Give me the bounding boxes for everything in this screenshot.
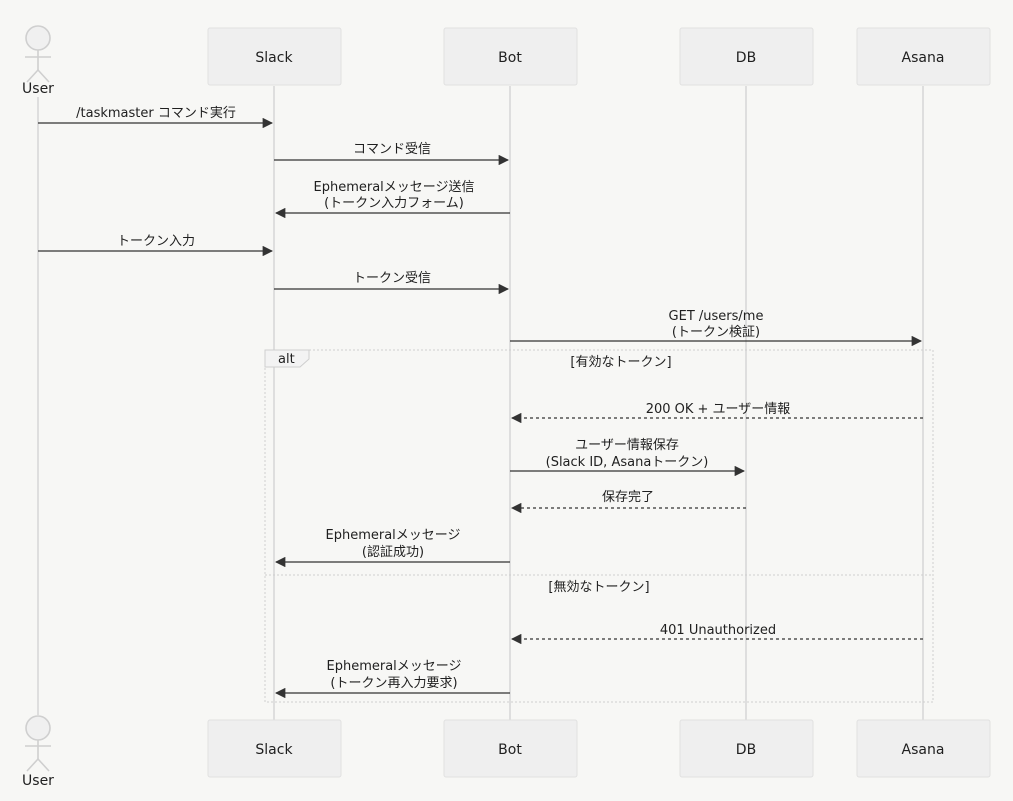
actor-user-top: User [22,25,54,97]
svg-text:User: User [22,773,54,789]
message-command-received: コマンド受信 [274,142,510,166]
svg-text:/taskmaster コマンド実行: /taskmaster コマンド実行 [76,105,236,121]
svg-text:Bot: Bot [498,742,522,758]
participant-slack-bottom: Slack [207,719,342,778]
svg-text:トークン入力: トークン入力 [117,234,195,249]
message-ephemeral-token-reentry: Ephemeralメッセージ (トークン再入力要求) [274,659,510,699]
message-taskmaster-command: /taskmaster コマンド実行 [38,105,274,129]
message-save-complete: 保存完了 [510,490,746,514]
svg-text:Ephemeralメッセージ: Ephemeralメッセージ [325,528,460,543]
message-ephemeral-send: Ephemeralメッセージ送信 (トークン入力フォーム) [274,180,510,219]
participant-bot-top: Bot [443,27,578,86]
participant-bot-bottom: Bot [443,719,578,778]
participant-asana-bottom: Asana [856,719,991,778]
svg-text:(Slack ID, Asanaトークン): (Slack ID, Asanaトークン) [546,455,709,470]
participant-asana-top: Asana [856,27,991,86]
svg-text:Ephemeralメッセージ: Ephemeralメッセージ [326,659,461,674]
participant-bot-label: Bot [498,50,522,66]
participant-db-label: DB [736,50,756,66]
message-200-ok: 200 OK + ユーザー情報 [510,402,923,424]
participant-db-top: DB [679,27,814,86]
actor-user-label: User [22,81,54,97]
message-401-unauthorized: 401 Unauthorized [510,623,923,645]
participant-slack-label: Slack [255,50,293,66]
svg-text:コマンド受信: コマンド受信 [353,142,431,157]
message-token-input: トークン入力 [38,234,274,257]
svg-text:(認証成功): (認証成功) [362,544,424,560]
alt-frame: alt [有効なトークン] [無効なトークン] [264,349,934,703]
svg-text:Slack: Slack [255,742,293,758]
participant-db-bottom: DB [679,719,814,778]
alt-frame-label: alt [278,352,295,367]
svg-text:GET /users/me: GET /users/me [669,309,764,324]
svg-text:ユーザー情報保存: ユーザー情報保存 [575,438,679,453]
alt-guard-valid: [有効なトークン] [570,355,671,370]
svg-text:(トークン検証): (トークン検証) [672,325,760,340]
actor-user-bottom: User [22,715,54,789]
svg-text:Asana: Asana [902,742,945,758]
svg-text:DB: DB [736,742,756,758]
svg-text:(トークン再入力要求): (トークン再入力要求) [330,676,457,691]
svg-text:トークン受信: トークン受信 [353,271,431,286]
svg-text:保存完了: 保存完了 [602,490,654,505]
message-token-received: トークン受信 [274,271,510,295]
message-get-users-me: GET /users/me (トークン検証) [510,309,923,347]
svg-text:200 OK + ユーザー情報: 200 OK + ユーザー情報 [646,402,791,417]
participant-slack-top: Slack [207,27,342,86]
message-ephemeral-auth-success: Ephemeralメッセージ (認証成功) [274,528,510,568]
message-save-user-info: ユーザー情報保存 (Slack ID, Asanaトークン) [510,438,746,477]
svg-text:(トークン入力フォーム): (トークン入力フォーム) [324,196,464,211]
svg-text:401 Unauthorized: 401 Unauthorized [660,623,776,638]
alt-guard-invalid: [無効なトークン] [548,580,649,595]
svg-text:Ephemeralメッセージ送信: Ephemeralメッセージ送信 [313,180,474,195]
participant-asana-label: Asana [902,50,945,66]
